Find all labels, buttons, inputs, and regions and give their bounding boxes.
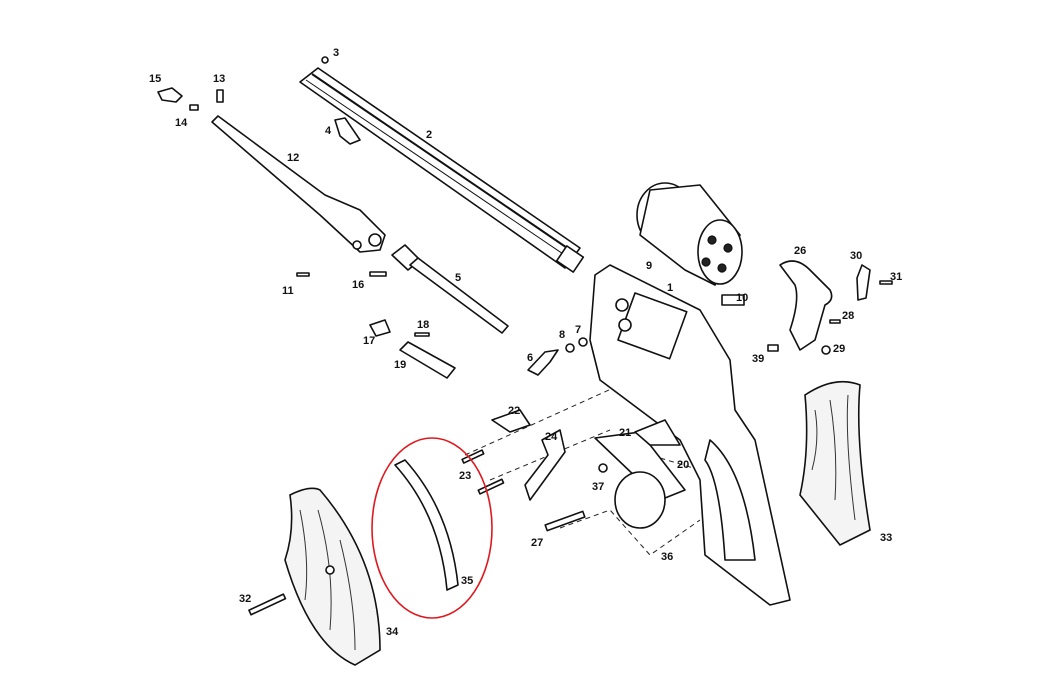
label-3: 3 <box>333 47 339 59</box>
label-17: 17 <box>363 335 375 347</box>
part-grip-right[interactable] <box>799 380 871 547</box>
part-ejector-rod[interactable] <box>296 244 509 334</box>
label-24: 24 <box>545 431 558 443</box>
label-20: 20 <box>677 459 689 471</box>
part-35-highlighted[interactable] <box>371 437 493 619</box>
label-13: 13 <box>213 73 225 85</box>
label-33: 33 <box>880 532 892 544</box>
part-labels: 1 2 3 4 5 6 7 8 9 10 11 12 13 14 15 16 1… <box>149 47 902 638</box>
label-21: 21 <box>619 427 631 439</box>
label-8: 8 <box>559 329 565 341</box>
label-31: 31 <box>890 271 902 283</box>
part-ejector-housing[interactable] <box>157 87 386 253</box>
label-5: 5 <box>455 272 461 284</box>
label-10: 10 <box>736 292 748 304</box>
label-18: 18 <box>417 319 429 331</box>
label-19: 19 <box>394 359 406 371</box>
label-1: 1 <box>667 282 673 294</box>
label-37: 37 <box>592 481 604 493</box>
label-29: 29 <box>833 343 845 355</box>
label-30: 30 <box>850 250 862 262</box>
label-27: 27 <box>531 537 543 549</box>
label-4: 4 <box>325 125 332 137</box>
label-26: 26 <box>794 245 806 257</box>
label-14: 14 <box>175 117 188 129</box>
label-34: 34 <box>386 626 399 638</box>
label-32: 32 <box>239 593 251 605</box>
label-6: 6 <box>527 352 533 364</box>
label-15: 15 <box>149 73 161 85</box>
label-9: 9 <box>646 260 652 272</box>
label-35: 35 <box>461 575 473 587</box>
label-2: 2 <box>426 129 432 141</box>
label-22: 22 <box>508 405 520 417</box>
label-23: 23 <box>459 470 471 482</box>
label-12: 12 <box>287 152 299 164</box>
part-barrel[interactable] <box>299 56 585 273</box>
highlight-circle <box>371 437 493 619</box>
label-11: 11 <box>282 285 294 297</box>
label-39: 39 <box>752 353 764 365</box>
label-36: 36 <box>661 551 673 563</box>
part-grip-left[interactable] <box>248 487 381 666</box>
label-28: 28 <box>842 310 854 322</box>
part-hammer-assembly[interactable] <box>767 260 893 355</box>
part-frame[interactable] <box>589 264 791 606</box>
part-small-components[interactable] <box>369 319 686 532</box>
label-16: 16 <box>352 279 364 291</box>
label-7: 7 <box>575 324 581 336</box>
part-cylinder[interactable] <box>636 182 745 306</box>
